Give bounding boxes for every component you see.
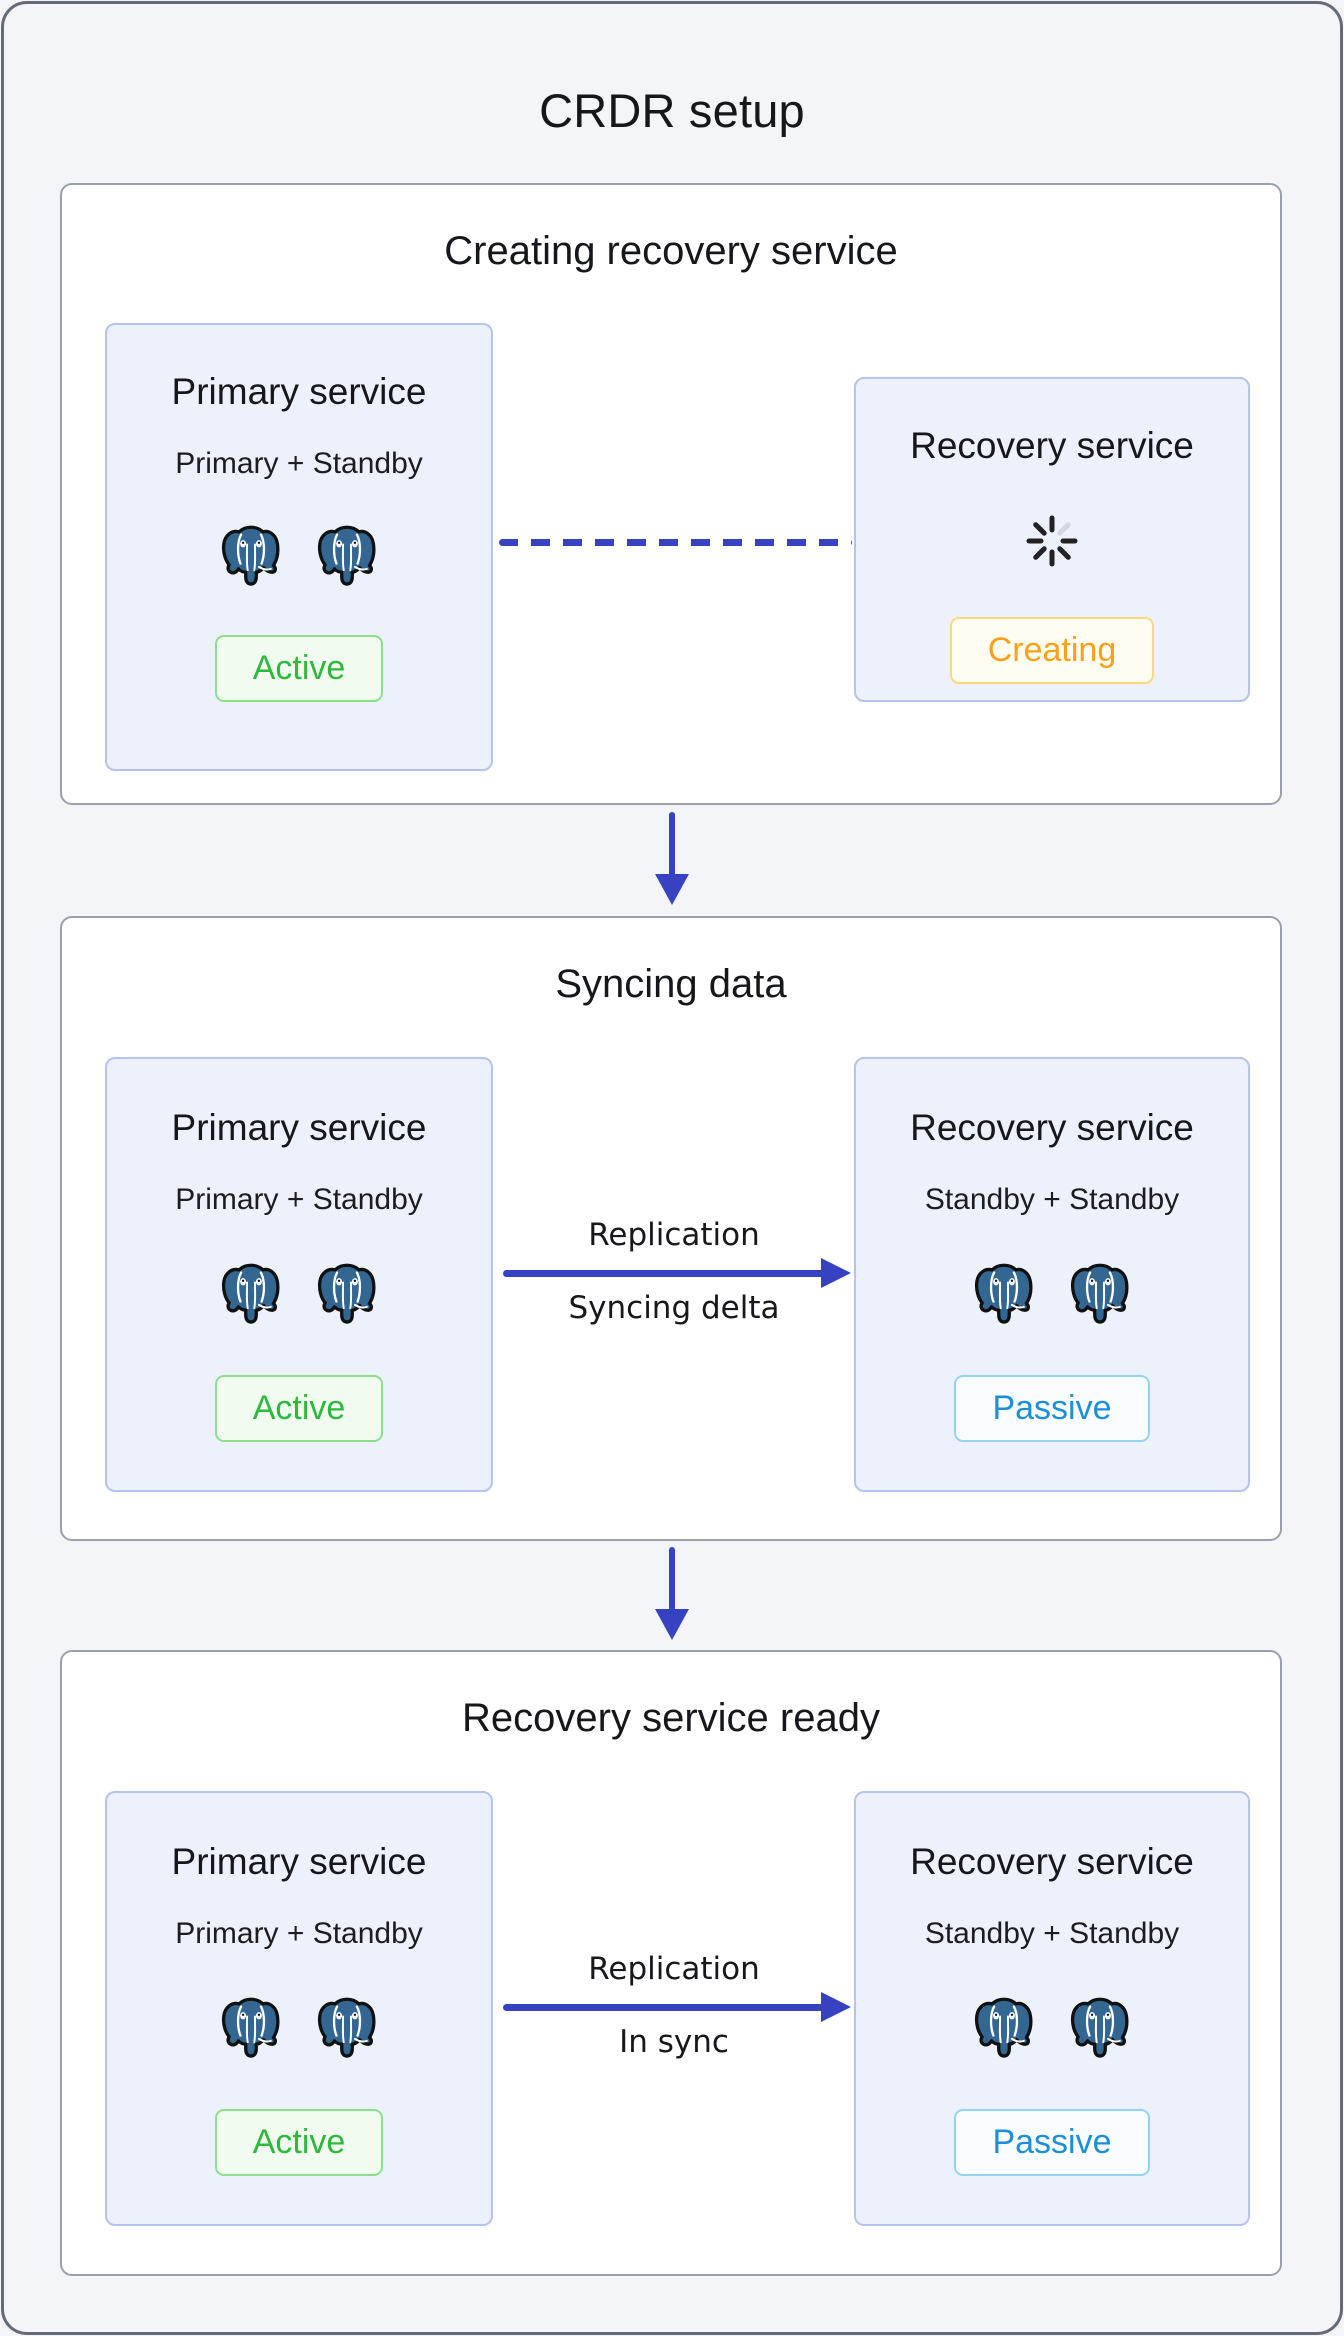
recovery-service-card: Recovery service Standby + Standby Passi…: [854, 1057, 1250, 1492]
service-subtitle: Primary + Standby: [175, 1917, 423, 1950]
postgres-instances: [218, 1993, 380, 2061]
service-title: Primary service: [171, 371, 427, 412]
service-title: Recovery service: [910, 425, 1194, 466]
service-subtitle: Standby + Standby: [924, 1183, 1180, 1216]
service-subtitle: Primary + Standby: [175, 1183, 423, 1216]
status-badge-creating: Creating: [949, 617, 1155, 684]
right-arrow-icon: [503, 1257, 851, 1288]
postgres-instances: [971, 1993, 1133, 2061]
postgres-instances: [971, 1259, 1133, 1327]
connector-label-top: Replication: [588, 1951, 760, 1987]
stage-title: Creating recovery service: [444, 229, 898, 273]
stage-syncing-data: Syncing data Primary service Primary + S…: [60, 916, 1282, 1541]
arrow-stem: [669, 812, 675, 878]
service-subtitle: Standby + Standby: [924, 1917, 1180, 1950]
connector-label-bottom: In sync: [619, 2023, 729, 2060]
postgresql-elephant-icon: [314, 1259, 380, 1327]
postgresql-elephant-icon: [218, 1993, 284, 2061]
down-arrow-icon: [655, 1547, 689, 1641]
primary-service-card: Primary service Primary + Standby Active: [105, 1057, 493, 1492]
arrow-stem: [669, 1547, 675, 1613]
pending-replication-dashed-connector: [499, 539, 852, 546]
postgres-instances: [218, 1259, 380, 1327]
service-title: Primary service: [171, 1107, 427, 1148]
connector-label-bottom: Syncing delta: [568, 1289, 780, 1326]
stage-recovery-service-ready: Recovery service ready Primary service P…: [60, 1650, 1282, 2276]
page-title: CRDR setup: [539, 84, 805, 138]
postgresql-elephant-icon: [971, 1259, 1037, 1327]
postgresql-elephant-icon: [218, 521, 284, 589]
recovery-service-card: Recovery service Standby + Standby Passi…: [854, 1791, 1250, 2226]
primary-service-card: Primary service Primary + Standby Active: [105, 323, 493, 771]
arrow-head: [655, 1609, 689, 1640]
postgresql-elephant-icon: [314, 1993, 380, 2061]
postgresql-elephant-icon: [218, 1259, 284, 1327]
connector-label-top: Replication: [588, 1217, 760, 1253]
primary-service-card: Primary service Primary + Standby Active: [105, 1791, 493, 2226]
postgresql-elephant-icon: [1067, 1993, 1133, 2061]
postgresql-elephant-icon: [314, 521, 380, 589]
replication-arrow-connector: Replication In sync: [503, 1951, 851, 2060]
status-badge-active: Active: [214, 635, 384, 702]
down-arrow-icon: [655, 812, 689, 906]
right-arrow-icon: [503, 1991, 851, 2022]
arrow-head: [655, 874, 689, 905]
service-title: Primary service: [171, 1841, 427, 1882]
service-title: Recovery service: [910, 1107, 1194, 1148]
service-title: Recovery service: [910, 1841, 1194, 1882]
recovery-service-card: Recovery service Creating: [854, 377, 1250, 702]
status-badge-passive: Passive: [954, 2109, 1150, 2176]
stage-title: Recovery service ready: [462, 1696, 880, 1740]
loading-spinner-icon: [1024, 513, 1080, 569]
stage-creating-recovery-service: Creating recovery service Primary servic…: [60, 183, 1282, 805]
service-subtitle: Primary + Standby: [175, 447, 423, 480]
postgresql-elephant-icon: [971, 1993, 1037, 2061]
stage-title: Syncing data: [555, 962, 787, 1006]
status-badge-active: Active: [214, 1375, 384, 1442]
status-badge-active: Active: [214, 2109, 384, 2176]
replication-arrow-connector: Replication Syncing delta: [503, 1217, 851, 1326]
status-badge-passive: Passive: [954, 1375, 1150, 1442]
postgresql-elephant-icon: [1067, 1259, 1133, 1327]
postgres-instances: [218, 521, 380, 589]
